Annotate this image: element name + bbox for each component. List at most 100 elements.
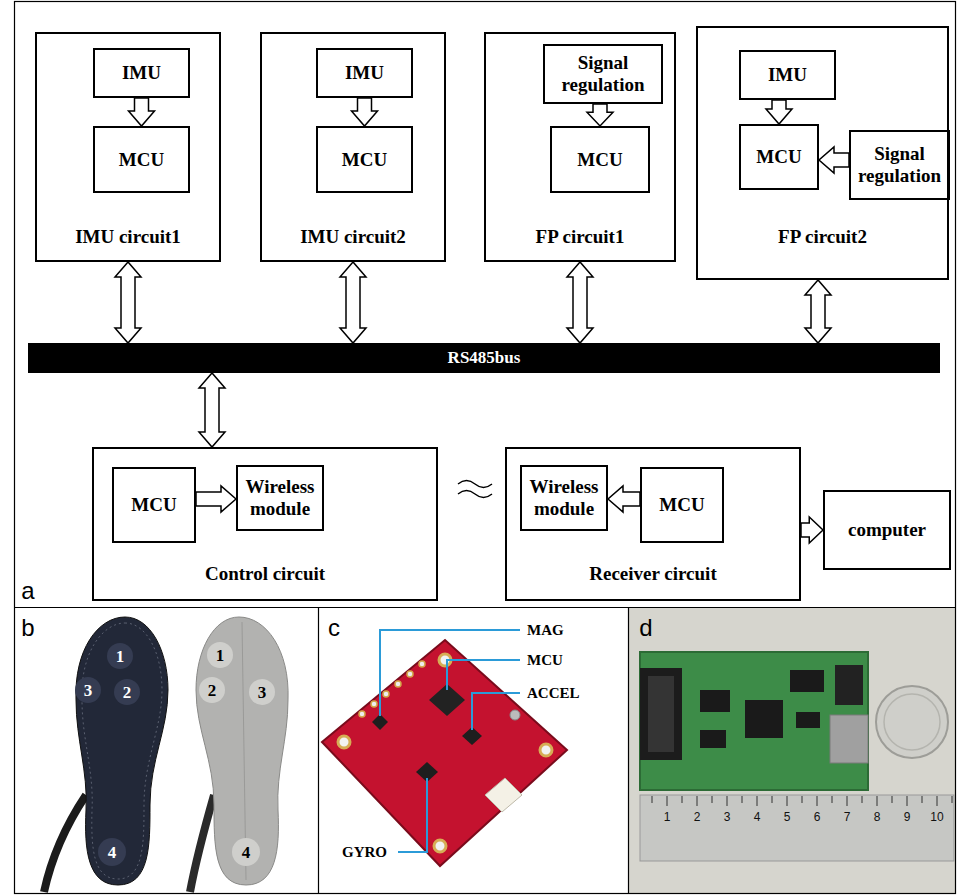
photo-ground: [629, 608, 955, 893]
component-box: MCU: [93, 126, 190, 193]
wireless-wave: [458, 491, 492, 498]
ruler-ticks: [652, 796, 952, 806]
component-box: MCU: [316, 126, 413, 193]
mag-chip: [372, 714, 388, 730]
rj-socket: [830, 715, 868, 763]
ic-chip: [700, 690, 730, 712]
insole-photo: [44, 617, 288, 892]
circuit-name: IMU circuit1: [37, 226, 219, 248]
component-name: Signal regulation: [545, 52, 661, 96]
sensor-number: 2: [123, 684, 132, 701]
circuit-box: FP circuit1 Signal regulationMCU: [484, 32, 676, 262]
component-box: MCU: [112, 467, 196, 543]
block-arrow: [801, 517, 823, 543]
block-arrow: [199, 373, 225, 447]
coin-rim: [884, 694, 940, 750]
component-box: IMU: [93, 48, 190, 98]
panel-frame: [15, 2, 956, 894]
leader-line: [380, 630, 520, 716]
board-outline: [322, 640, 567, 866]
component-name: MCU: [116, 149, 167, 171]
sensor-number: 3: [84, 682, 93, 699]
battery-connector: [485, 778, 522, 812]
component-name: Wireless module: [522, 476, 606, 520]
circuit-name: Receiver circuit: [507, 563, 799, 585]
block-arrow: [129, 98, 155, 126]
ruler-number: 3: [724, 811, 731, 823]
ic-chip: [745, 700, 783, 738]
ruler-number: 2: [694, 811, 701, 823]
component-box: IMU: [739, 50, 836, 100]
bus-bar: RS485bus: [28, 343, 940, 373]
sensor-number: 3: [258, 684, 267, 701]
bus-name: RS485bus: [445, 348, 524, 368]
pressure-sensor: [114, 679, 140, 705]
block-arrow: [567, 262, 593, 343]
pressure-sensor: [249, 679, 275, 705]
ruler-number: 5: [784, 811, 791, 823]
component-box: Signal regulation: [849, 130, 950, 200]
component-name: IMU: [765, 64, 810, 86]
ruler-number: 7: [844, 811, 851, 823]
component-label: ACCEL: [527, 686, 580, 701]
circuit-box: Control circuitMCUWireless module: [92, 447, 438, 601]
imu-board: [322, 630, 567, 866]
mount-hole: [338, 654, 552, 852]
coin: [876, 686, 948, 758]
pcb-board: [640, 652, 868, 790]
block-arrow: [340, 262, 366, 343]
insole-top: [76, 617, 168, 885]
circuit-box: IMU circuit1 IMU MCU: [35, 32, 221, 262]
leader-line: [447, 660, 520, 690]
panel-letter: a: [21, 579, 34, 603]
pressure-sensor: [207, 642, 233, 668]
ruler: [640, 795, 954, 861]
pressure-sensor: [232, 838, 260, 866]
pressure-sensor: [199, 642, 275, 866]
component-name: MCU: [574, 149, 625, 171]
component-box: IMU: [316, 48, 413, 98]
leader-line: [380, 630, 520, 852]
block-arrow: [196, 486, 236, 512]
sensor-cable: [190, 795, 214, 892]
ruler-number: 10: [930, 811, 943, 823]
sensor-number: 2: [208, 682, 217, 699]
header-pad: [383, 691, 389, 697]
circuit-name: FP circuit1: [486, 226, 674, 248]
ruler-number: 1: [664, 811, 671, 823]
wireless-symbol: [458, 481, 492, 498]
pressure-sensor: [98, 838, 126, 866]
panel-frame: [15, 2, 956, 894]
header-pad: [395, 681, 401, 687]
ruler-number: 4: [754, 811, 761, 823]
pin-header: [835, 665, 863, 705]
header-pad: [359, 711, 365, 717]
leader-line: [472, 693, 520, 730]
mount-hole: [434, 840, 446, 852]
block-arrow: [608, 486, 640, 512]
component-name: MCU: [656, 494, 707, 516]
component-box: MCU: [739, 124, 819, 190]
panel-divider: [628, 608, 629, 894]
ic-chip: [700, 730, 726, 748]
sensor-number: 1: [216, 647, 225, 664]
ruler-number: 9: [904, 811, 911, 823]
pressure-sensor: [107, 643, 133, 669]
component-name: MCU: [753, 146, 804, 168]
component-label: MAG: [527, 623, 564, 638]
sensor-number: 1: [116, 648, 125, 665]
circuit-box: FP circuit2IMUMCUSignal regulation: [696, 26, 949, 280]
circuit-box: Receiver circuit Wireless module MCU: [505, 447, 801, 601]
reset-button: [510, 710, 520, 720]
insole-stitching: [82, 623, 162, 879]
block-arrow: [587, 104, 613, 126]
component-name: MCU: [339, 149, 390, 171]
header-connector: [640, 668, 682, 760]
block-arrow: [115, 262, 141, 343]
panel-divider: [15, 607, 956, 608]
circuit-name: Control circuit: [94, 563, 436, 585]
leader-line: [398, 778, 427, 852]
circuit-name: IMU circuit2: [262, 226, 444, 248]
sensor-number: 4: [108, 844, 117, 861]
mount-hole: [540, 744, 552, 756]
